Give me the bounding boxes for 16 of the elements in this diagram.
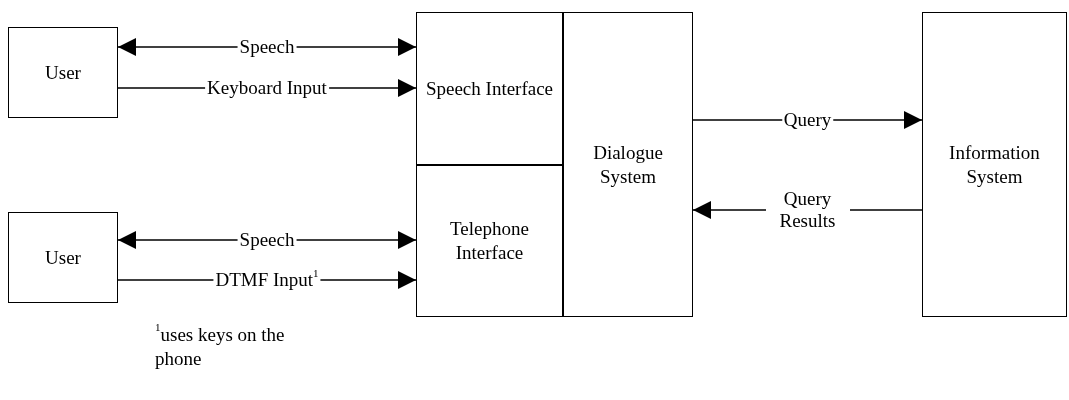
process-box [8, 27, 118, 118]
process-box [416, 165, 563, 317]
node-label: Speech Interface [425, 76, 554, 101]
edge-label: DTMF Input$^{1}$ [213, 269, 321, 291]
process-box [416, 12, 563, 165]
node-label: Telephone Interface [449, 217, 530, 265]
process-box [563, 12, 693, 317]
process-box [922, 12, 1067, 317]
process-box [8, 212, 118, 303]
arrow [117, 38, 417, 56]
node-label: User [45, 245, 81, 270]
node-label: Information System [948, 140, 1041, 189]
node-label: User [45, 60, 81, 85]
footnote: $^{1}$uses keys on the phone [155, 323, 286, 371]
arrow [117, 231, 417, 249]
node-label: Dialogue System [592, 140, 664, 189]
